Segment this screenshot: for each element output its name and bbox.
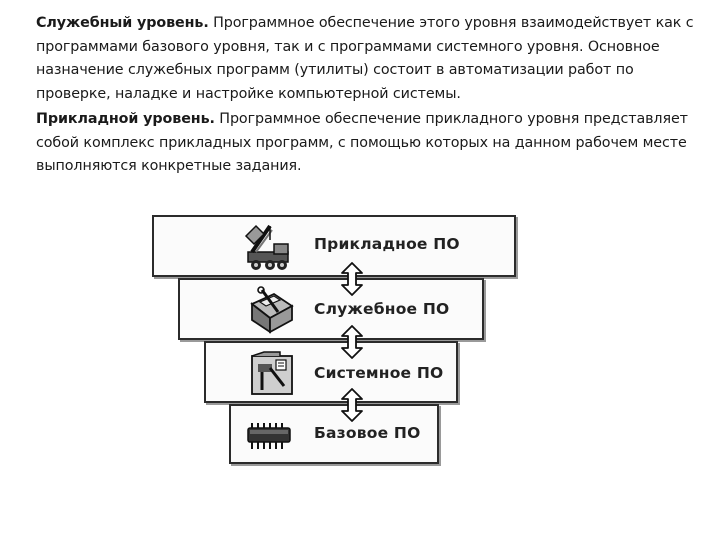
- layer-label-system: Системное ПО: [314, 364, 444, 382]
- layer-label-service: Служебное ПО: [314, 300, 450, 318]
- layer-label-application: Прикладное ПО: [314, 235, 460, 253]
- text-service-level: Программное обеспечение этого уровня вза…: [36, 15, 694, 102]
- layer-application: [152, 215, 516, 277]
- double-arrow-application-service: [341, 262, 363, 296]
- layer-service: [178, 278, 484, 340]
- system-window-icon: [251, 351, 293, 395]
- term-service-level: Служебный уровень.: [36, 15, 209, 31]
- text-block: Служебный уровень. Программное обеспечен…: [36, 12, 696, 179]
- paragraph-service-level: Служебный уровень. Программное обеспечен…: [36, 12, 696, 106]
- tools-toolbox-icon: [250, 286, 294, 334]
- layer-base: [229, 404, 439, 464]
- layer-system: [204, 341, 458, 403]
- double-arrow-system-base: [341, 388, 363, 422]
- paragraph-application-level: Прикладной уровень. Программное обеспече…: [36, 108, 696, 179]
- text-application-level: Программное обеспечение прикладного уров…: [36, 111, 688, 174]
- chip-icon: [247, 423, 291, 449]
- layer-label-base: Базовое ПО: [314, 424, 421, 442]
- double-arrow-service-system: [341, 325, 363, 359]
- term-application-level: Прикладной уровень.: [36, 111, 215, 127]
- crane-truck-icon: [244, 224, 289, 270]
